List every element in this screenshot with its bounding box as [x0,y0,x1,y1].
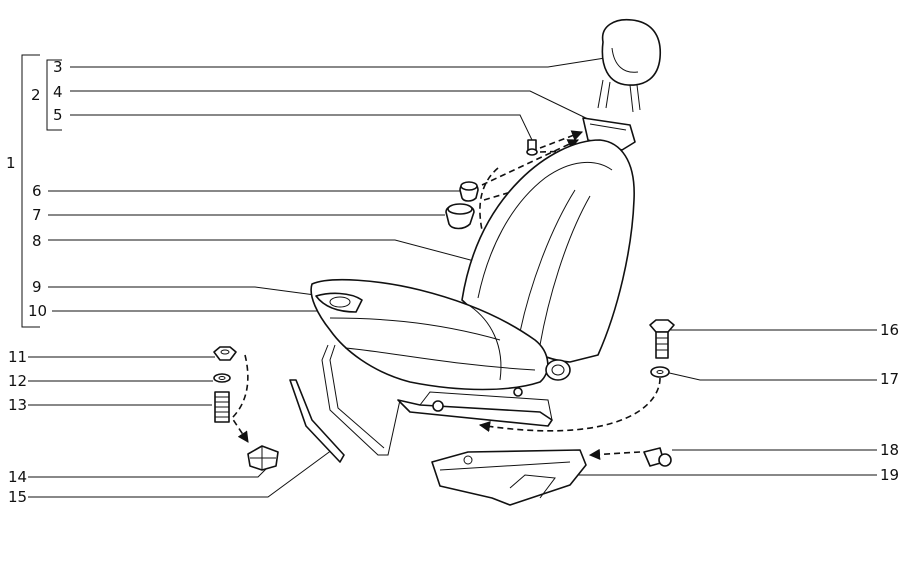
callout-10: 10 [28,302,47,320]
callout-4: 4 [53,83,63,101]
callout-15: 15 [8,488,27,506]
callout-1: 1 [6,154,16,172]
washer [213,373,231,383]
callout-9: 9 [32,278,42,296]
callout-2: 2 [31,86,41,104]
bolt [649,319,675,359]
screw [643,447,672,467]
bushing-7 [445,203,475,230]
callout-13: 13 [8,396,27,414]
clip [247,445,279,471]
bushing-6 [459,181,479,202]
recline-knob [545,359,571,381]
side-trim-cover [431,449,587,506]
callout-8: 8 [32,232,42,250]
callout-16: 16 [880,321,899,339]
callout-11: 11 [8,348,27,366]
callout-6: 6 [32,182,42,200]
group-bracket-1 [21,54,40,328]
seat-cushion [310,278,549,391]
callout-17: 17 [880,370,899,388]
callout-5: 5 [53,106,63,124]
callout-3: 3 [53,58,63,76]
nut [213,346,237,361]
group-bracket-2 [46,59,62,131]
callout-7: 7 [32,206,42,224]
pin [526,139,538,156]
trim-strip [289,379,345,463]
leader-lines [28,57,877,498]
seat-frame [321,344,553,456]
spacer [650,366,670,378]
headrest [597,18,661,113]
callout-18: 18 [880,441,899,459]
callout-19: 19 [880,466,899,484]
callout-12: 12 [8,372,27,390]
stud [214,391,230,423]
seat-backrest [461,139,635,363]
callout-14: 14 [8,468,27,486]
